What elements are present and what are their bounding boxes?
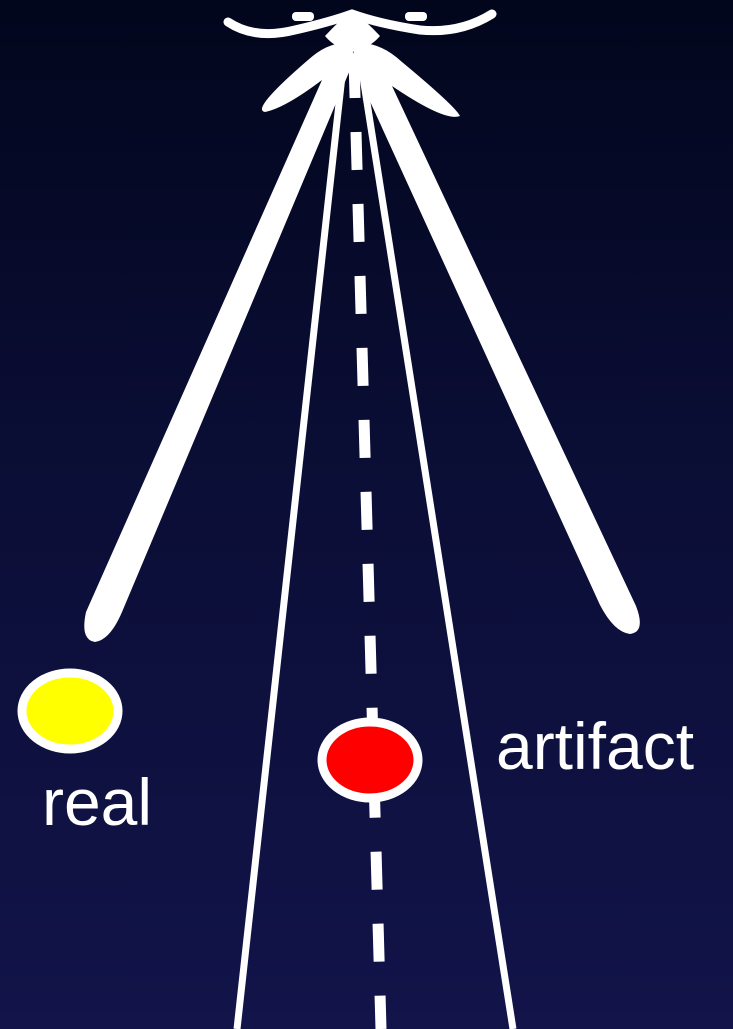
side-lobe-right: [352, 43, 640, 634]
real-label: real: [42, 769, 152, 835]
artifact-target: [322, 722, 418, 798]
transducer-mark-left: [292, 12, 314, 21]
artifact-label: artifact: [496, 713, 694, 779]
real-target: [22, 673, 118, 749]
beam-axis: [354, 60, 381, 1029]
transducer-mark-right: [405, 12, 427, 21]
